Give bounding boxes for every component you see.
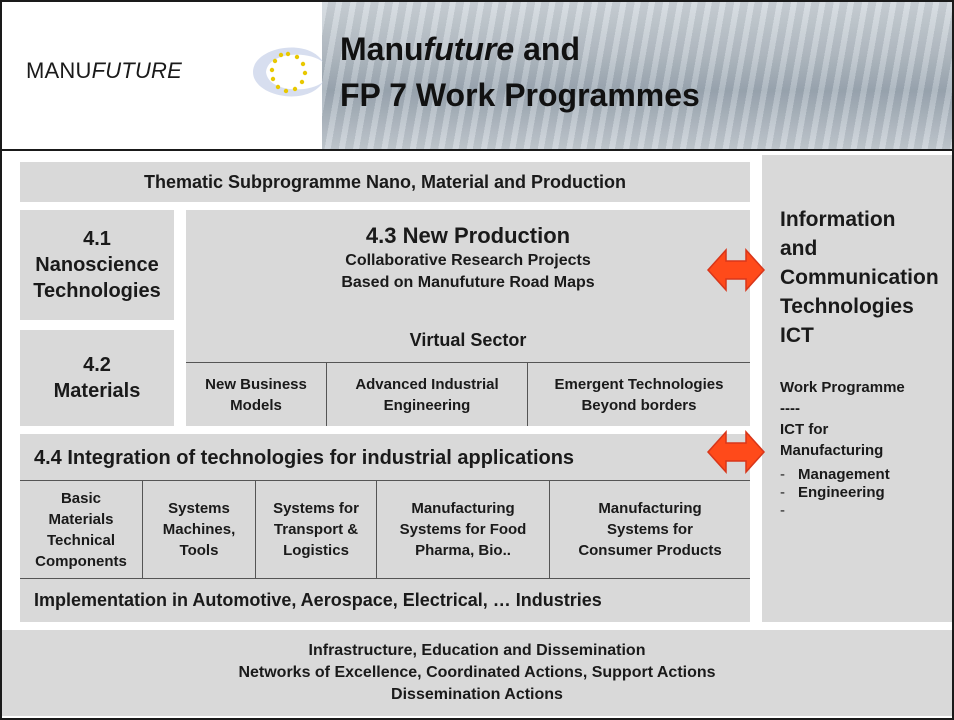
ict-wp-line: Manufacturing [780,442,884,459]
dash-icon: - [780,502,785,519]
cell-divider [376,481,377,578]
ict-list: -Management -Engineering - [780,466,954,520]
materials-box: 4.2 Materials [20,330,174,426]
new-production-line1: Collaborative Research Projects [345,252,591,269]
infrastructure-line2: Networks of Excellence, Coordinated Acti… [238,664,716,681]
nano-number: 4.1 [83,228,111,250]
nano-line2: Technologies [33,280,161,302]
title-line-2: FP 7 Work Programmes [340,77,700,113]
cell-basic-materials: Basic Materials Technical Components [20,481,142,578]
slide-title: Manufuture and FP 7 Work Programmes [340,26,940,118]
ict-list-item: - [780,502,954,520]
cell-text: Basic [60,489,101,507]
photo-texture [322,2,952,150]
cell-divider [142,481,143,578]
eu-stars-logo-icon [253,47,323,97]
cell-text: Systems for [607,521,693,538]
cell-transport-logistics: Systems for Transport & Logistics [256,481,376,578]
ict-work-programme: Work Programme ---- ICT for Manufacturin… [780,377,954,461]
ict-title-line: Communication [780,266,939,289]
integration-title: 4.4 Integration of technologies for indu… [34,447,575,469]
ict-title-line: ICT [780,324,814,347]
cell-divider [527,363,528,426]
new-production-line2: Based on Manufuture Road Maps [341,274,595,291]
virtual-sector-divider [186,362,750,363]
ict-title-line: Information [780,208,896,231]
cell-text: New Business [205,375,307,393]
double-arrow-icon [706,430,766,474]
double-arrow-icon [706,248,766,292]
ict-list-item: -Management [780,466,954,484]
virtual-sector-label: Virtual Sector [409,330,527,350]
cell-text: Systems for Food [399,521,527,538]
cell-text: Models [230,396,282,414]
ict-wp-line: ---- [780,400,800,417]
cell-text: Emergent Technologies [554,375,724,393]
dash-icon: - [780,484,785,501]
thematic-title: Thematic Subprogramme Nano, Material and… [143,172,627,192]
ict-list-text: Engineering [798,484,885,501]
infrastructure-box: Infrastructure, Education and Disseminat… [2,630,952,716]
manufuture-logo-text: MANUFUTURE [26,58,182,84]
cell-text: Components [35,552,127,570]
cell-text: Transport & [273,521,359,538]
ict-title-line: Technologies [780,295,914,318]
cell-text: Systems [168,500,230,517]
cell-text: Systems for [273,500,359,517]
logo-prefix: MANU [26,58,92,83]
cell-consumer-products: Manufacturing Systems for Consumer Produ… [550,481,750,578]
integration-divider [20,480,750,481]
thematic-subprogramme-box: Thematic Subprogramme Nano, Material and… [20,162,750,202]
cell-divider [255,481,256,578]
new-production-box: 4.3 New Production Collaborative Researc… [186,210,750,426]
cell-food-pharma-bio: Manufacturing Systems for Food Pharma, B… [377,481,549,578]
cell-text: Machines, [162,521,236,538]
cell-text: Materials [48,510,114,528]
cell-text: Manufacturing [598,500,702,517]
cell-divider [549,481,550,578]
ict-wp-line: ICT for [780,421,829,438]
cell-text: Consumer Products [578,542,722,559]
cell-text: Manufacturing [411,500,515,517]
cell-text: Advanced Industrial [355,375,499,393]
cell-text: Logistics [283,542,349,559]
dash-icon: - [780,466,785,483]
header-photo [322,2,952,150]
materials-line1: Materials [53,380,141,402]
header-divider [2,149,952,155]
cell-text: Technical [46,531,116,549]
cell-systems-machines-tools: Systems Machines, Tools [143,481,255,578]
cell-text: Beyond borders [581,396,697,414]
title-line-1: Manufuture and [340,31,580,67]
ict-title: Information and Communication Technologi… [780,205,954,350]
infrastructure-line3: Dissemination Actions [391,686,563,703]
infrastructure-line1: Infrastructure, Education and Disseminat… [308,642,646,659]
ict-wp-line: Work Programme [780,379,905,396]
cell-text: Tools [179,542,219,559]
nano-line1: Nanoscience [35,254,159,276]
materials-number: 4.2 [83,354,111,376]
logo-suffix: FUTURE [91,58,182,83]
new-production-header: 4.3 New Production Collaborative Researc… [186,222,750,294]
cell-text: Pharma, Bio.. [415,542,511,559]
ict-list-text: Management [798,466,890,483]
implementation-text: Implementation in Automotive, Aerospace,… [34,590,602,610]
ict-title-line: and [780,237,818,260]
integration-box: 4.4 Integration of technologies for indu… [20,434,750,622]
implementation-divider [20,578,750,579]
new-production-title: 4.3 New Production [365,223,571,248]
cell-divider [326,363,327,426]
ict-box [762,155,952,622]
nanoscience-box: 4.1 Nanoscience Technologies [20,210,174,320]
ict-list-item: -Engineering [780,484,954,502]
cell-text: Engineering [383,396,471,414]
